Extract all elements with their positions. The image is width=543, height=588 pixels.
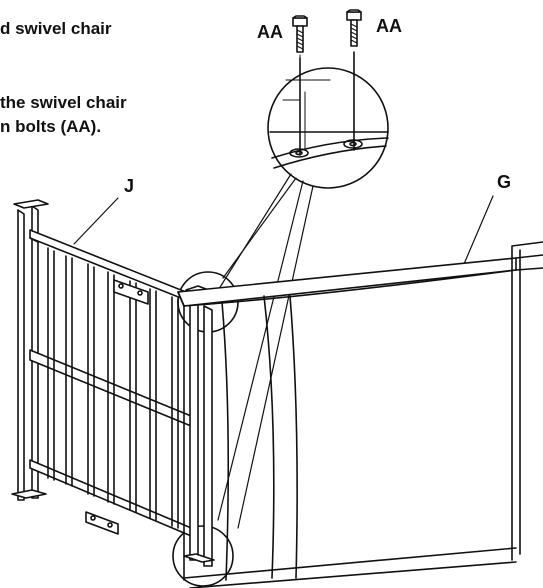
instruction-line-1: d swivel chair — [0, 19, 112, 38]
callout-lines — [216, 173, 314, 529]
bolt-icon-left — [292, 15, 308, 53]
instruction-line-2: the swivel chair — [0, 93, 127, 112]
bolt-icon-right — [346, 9, 362, 47]
part-label-j: J — [124, 176, 135, 196]
leader-g — [463, 195, 494, 265]
detail-circle-bottom — [172, 525, 234, 587]
frame-j — [11, 199, 215, 567]
bolt-label-right: AA — [376, 16, 402, 36]
bolt-label-left: AA — [257, 22, 283, 42]
leader-j — [73, 197, 119, 245]
part-label-g: G — [497, 172, 512, 192]
seat-g — [177, 241, 543, 588]
detail-circle — [267, 51, 389, 189]
instruction-line-3: n bolts (AA). — [0, 117, 102, 136]
